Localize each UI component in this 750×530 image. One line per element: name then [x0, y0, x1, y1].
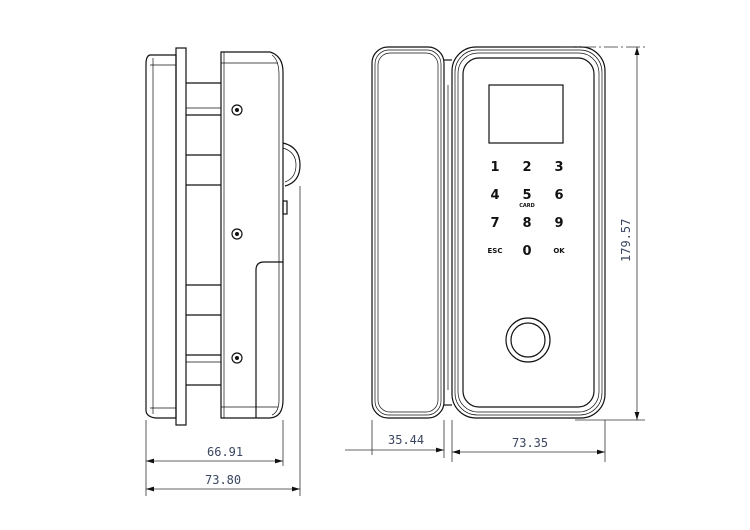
display-screen: [488, 84, 564, 144]
dim-73-80: 73.80: [205, 473, 241, 487]
key-7[interactable]: 7: [490, 216, 499, 231]
front-view: 1 2 3 4 5 6 CARD 7 8 9 ESC 0 OK: [371, 46, 606, 419]
outer-body: [220, 51, 284, 419]
dim-35-44: 35.44: [388, 433, 424, 447]
key-0[interactable]: 0: [522, 244, 531, 259]
side-tab: [282, 200, 288, 215]
key-2[interactable]: 2: [522, 160, 531, 175]
key-9[interactable]: 9: [554, 216, 563, 231]
key-3[interactable]: 3: [554, 160, 563, 175]
glass-clamp-bars: [186, 82, 221, 386]
card-label: CARD: [519, 203, 535, 209]
side-dimensions: 66.91 73.80: [145, 186, 301, 496]
dim-179-57: 179.57: [619, 219, 633, 262]
handle: [371, 46, 445, 419]
key-esc[interactable]: ESC: [488, 247, 503, 255]
fingerprint-sensor[interactable]: [505, 317, 551, 363]
key-1[interactable]: 1: [490, 160, 499, 175]
key-6[interactable]: 6: [554, 188, 563, 203]
knob: [282, 142, 301, 187]
dim-73-35: 73.35: [512, 436, 548, 450]
side-view: [145, 47, 301, 426]
key-5[interactable]: 5: [522, 188, 531, 203]
handle-slot: [255, 261, 283, 418]
key-ok[interactable]: OK: [553, 247, 565, 255]
keypad-body: [451, 46, 606, 419]
keypad: 1 2 3 4 5 6 CARD 7 8 9 ESC 0 OK: [488, 160, 566, 259]
front-dimensions: 35.44 73.35 179.57: [345, 46, 645, 462]
screws: [231, 104, 243, 364]
dim-66-91: 66.91: [207, 445, 243, 459]
glass-gap: [444, 59, 452, 406]
glass-flange: [175, 47, 187, 426]
key-4[interactable]: 4: [490, 188, 499, 203]
key-8[interactable]: 8: [522, 216, 531, 231]
inner-plate: [145, 54, 177, 419]
